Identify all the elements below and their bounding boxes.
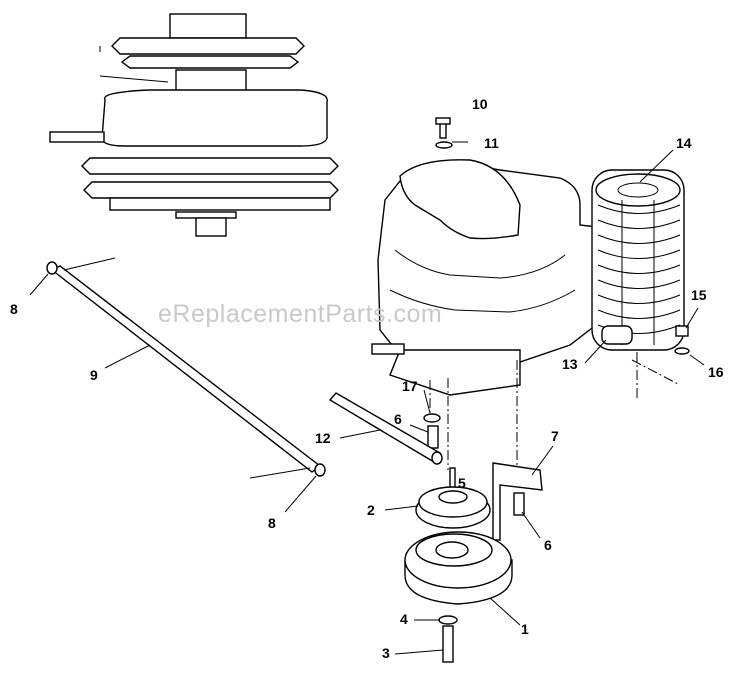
- bolt-6-upper: [427, 425, 439, 449]
- rod-12: [328, 392, 443, 465]
- bolt-10: [435, 117, 451, 139]
- watermark: eReplacementParts.com: [158, 300, 442, 328]
- nut-15: [675, 325, 689, 337]
- end-cap-8-lower: [314, 463, 326, 477]
- washer-16: [674, 347, 690, 355]
- washer-4: [438, 615, 458, 625]
- callout-6-lower: 6: [544, 537, 552, 553]
- washer-11: [435, 141, 453, 149]
- callout-13: 13: [562, 356, 578, 372]
- callout-2: 2: [367, 502, 375, 518]
- callout-4: 4: [400, 611, 408, 627]
- bolt-6-lower: [513, 492, 525, 516]
- callout-8-lower: 8: [268, 515, 276, 531]
- air-filter-screen: [591, 169, 685, 351]
- callout-15: 15: [691, 287, 707, 303]
- inset-pulley-assembly: [49, 13, 339, 237]
- callout-10: 10: [472, 96, 488, 112]
- callout-12: 12: [315, 430, 331, 446]
- callout-3: 3: [382, 645, 390, 661]
- bolt-3: [442, 625, 454, 663]
- callout-14: 14: [676, 135, 692, 151]
- callout-5: 5: [458, 475, 466, 491]
- engine-block: [371, 159, 606, 396]
- callout-17: 17: [402, 378, 418, 394]
- key-5: [449, 467, 456, 489]
- end-cap-8-upper: [46, 261, 58, 275]
- callout-6-upper: 6: [394, 411, 402, 427]
- callout-11: 11: [484, 135, 499, 151]
- callout-9: 9: [90, 367, 98, 383]
- callout-16: 16: [708, 364, 724, 380]
- callout-1: 1: [521, 621, 529, 637]
- clutch-1: [404, 531, 513, 605]
- callout-8-upper: 8: [10, 301, 18, 317]
- pulley-2: [415, 486, 491, 529]
- washer-17: [423, 413, 441, 423]
- callout-7: 7: [551, 428, 559, 444]
